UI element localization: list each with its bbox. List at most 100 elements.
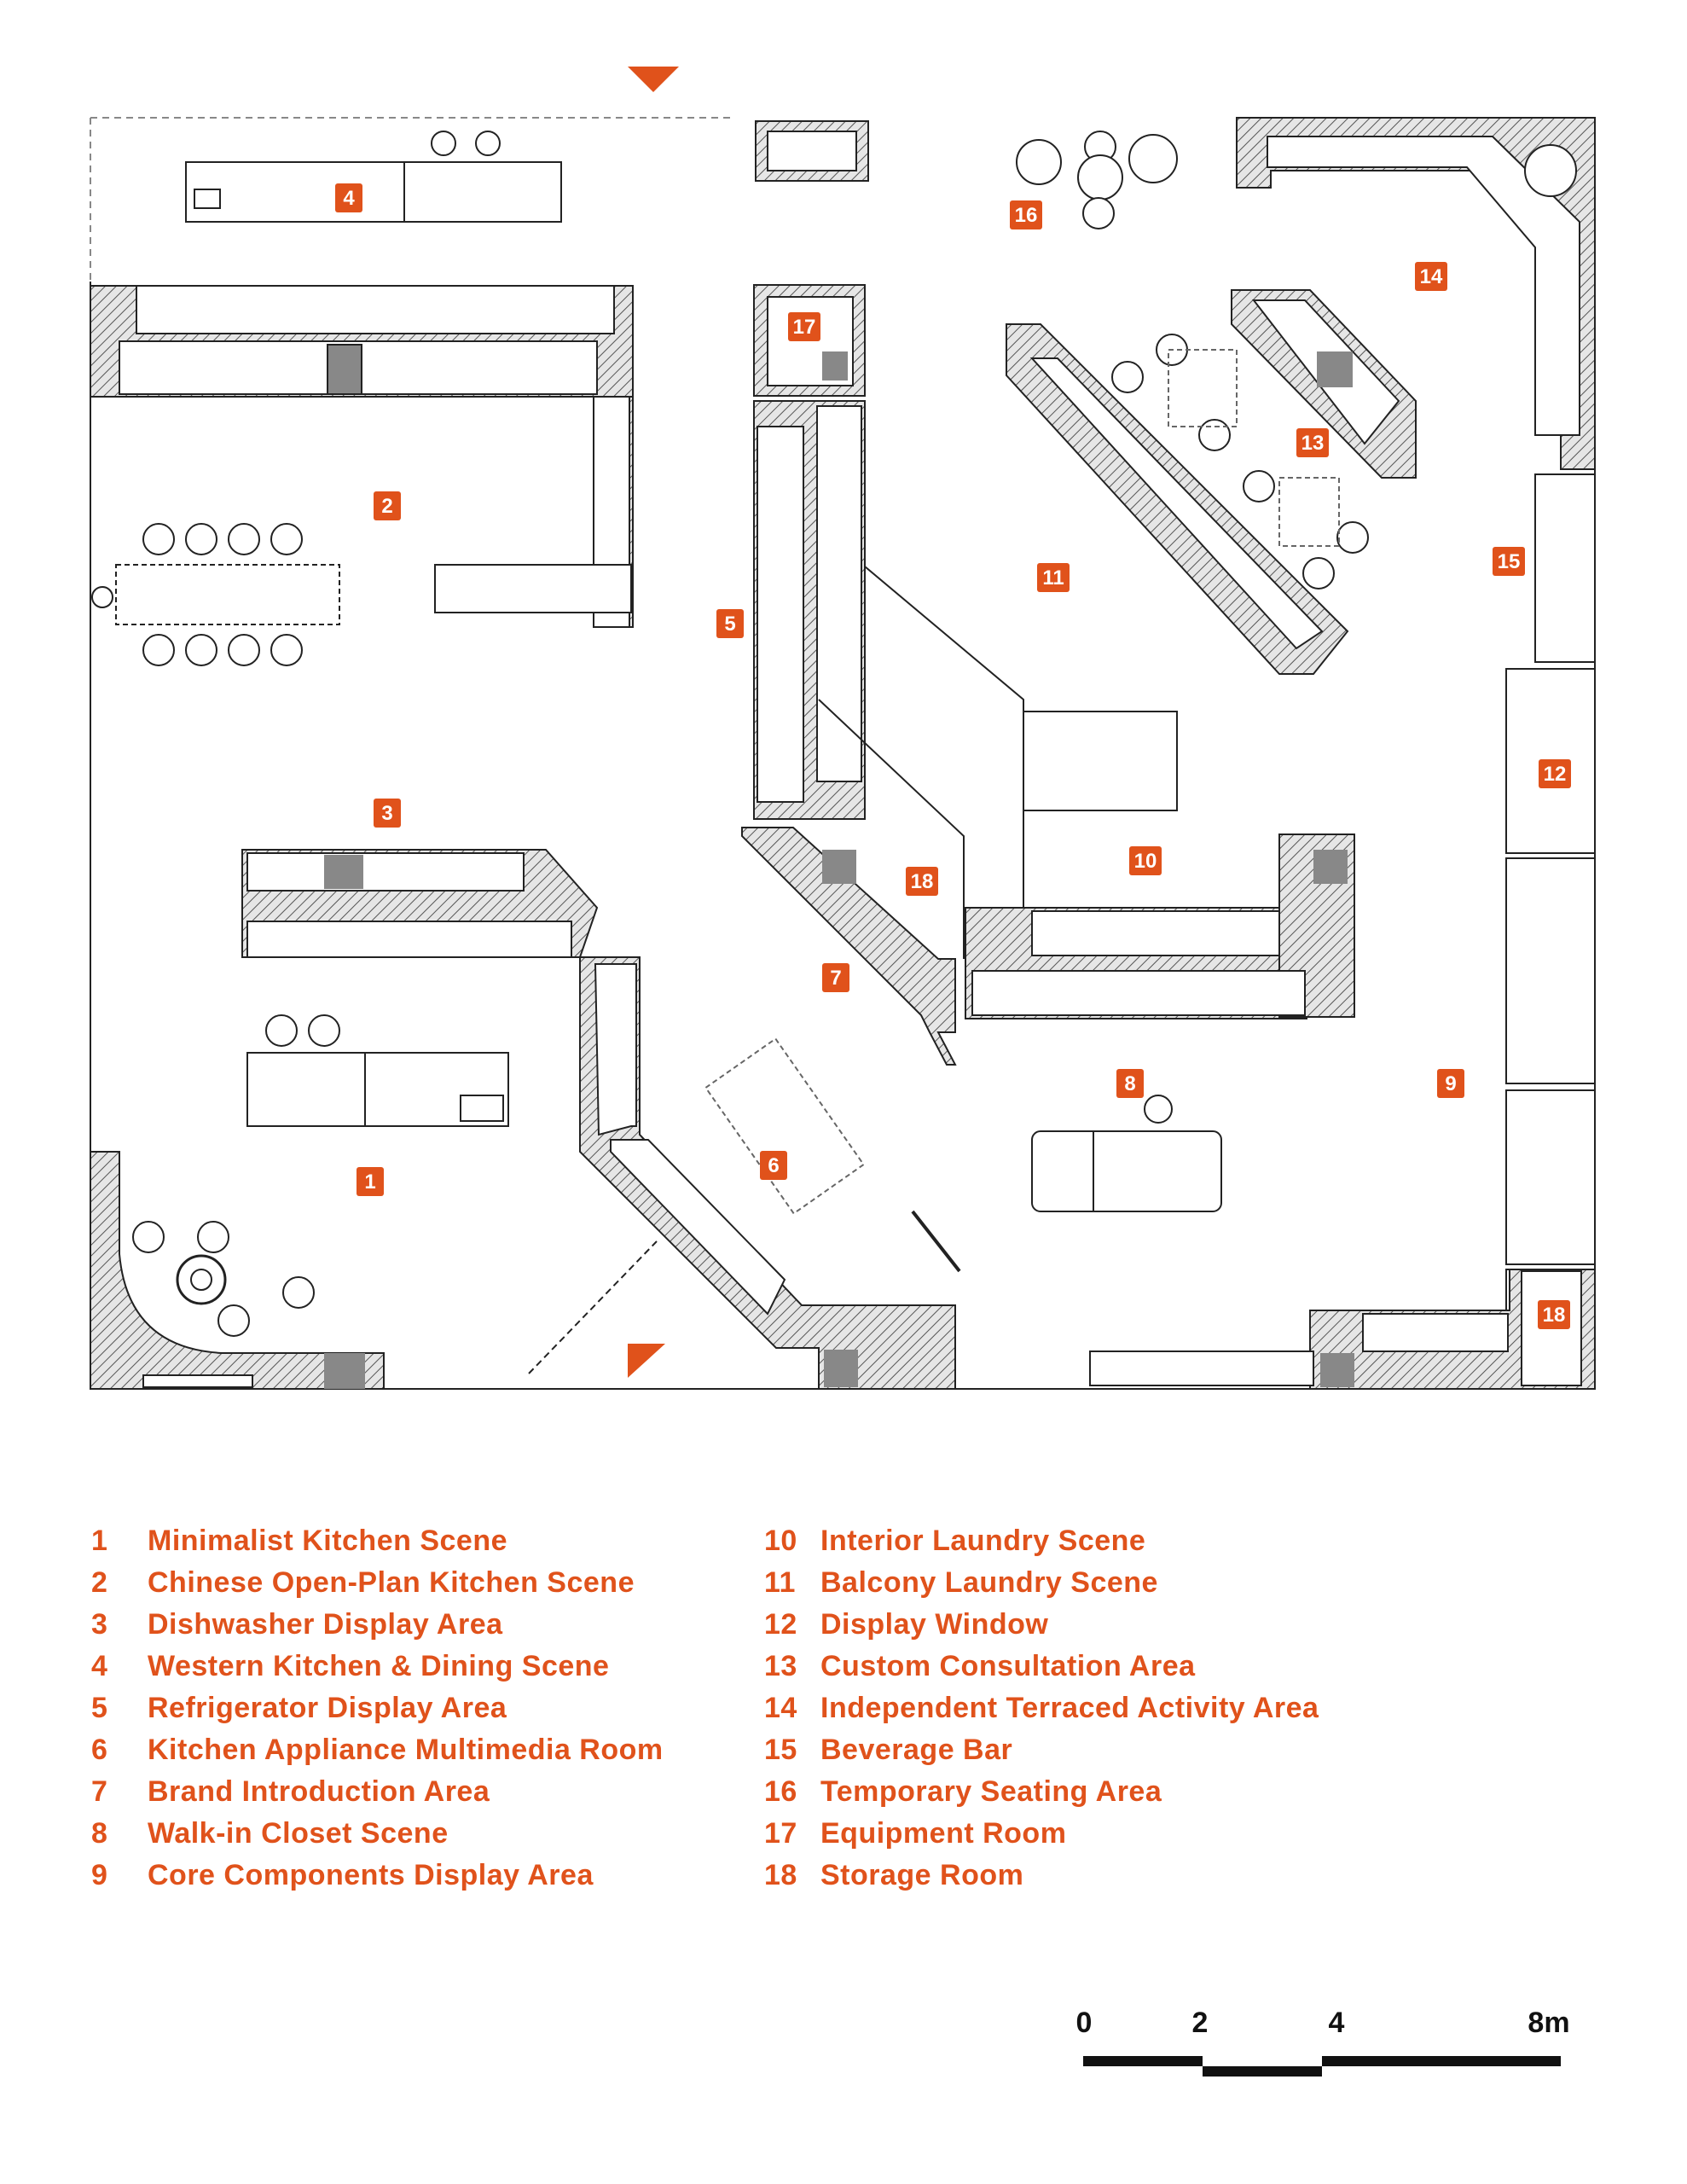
legend-label: Interior Laundry Scene [820,1525,1146,1557]
legend-number: 9 [91,1859,108,1891]
scale-bar-graphic [1083,2056,1561,2077]
badge-background [788,312,820,341]
minimalist-island [246,1014,509,1127]
badge-background [1037,563,1070,592]
legend-item: 10 Interior Laundry Scene [764,1520,1319,1562]
badge-background [1129,846,1162,875]
legend-label: Minimalist Kitchen Scene [148,1525,507,1557]
legend-label: Walk-in Closet Scene [148,1817,449,1850]
legend-item: 5 Refrigerator Display Area [91,1687,664,1729]
scale-tick-label: 2 [1191,2007,1209,2039]
area-number-badge: 3 [374,799,401,828]
badge-background [357,1167,384,1196]
badge-number: 1 [364,1170,375,1194]
area-number-badge: 1 [357,1167,384,1196]
consultation-counter [1231,289,1417,479]
closet-island [1031,1095,1222,1212]
area-number-badge: 15 [1493,547,1525,576]
badge-number: 14 [1420,265,1443,288]
area-number-badge: 7 [822,963,849,992]
scale-tick-label: 4 [1328,2007,1345,2039]
badge-background [335,183,362,212]
legend-number: 5 [91,1692,108,1724]
area-number-badge: 4 [335,183,362,212]
balcony-counter [1006,323,1349,675]
badge-background [1493,547,1525,576]
badge-number: 17 [793,316,816,339]
badge-number: 7 [830,967,841,990]
area-number-badge: 17 [788,312,820,341]
legend-label: Temporary Seating Area [820,1775,1162,1808]
badge-number: 18 [911,870,934,893]
scale-tick-label: 8m [1528,2007,1570,2039]
badge-background [1296,428,1329,457]
badge-background [374,799,401,828]
entrance-arrow-bottom [628,1344,665,1378]
badge-background [1010,200,1042,229]
legend-number: 13 [764,1650,797,1682]
area-number-badge: 18 [1538,1300,1570,1329]
legend-label: Dishwasher Display Area [148,1608,503,1641]
badge-background [374,491,401,520]
legend-label: Equipment Room [820,1817,1067,1850]
area-number-badge: 9 [1437,1069,1464,1098]
legend-number: 11 [764,1566,796,1599]
partition-line [911,1210,961,1273]
western-island [185,131,562,223]
legend-item: 3 Dishwasher Display Area [91,1604,664,1646]
legend-number: 16 [764,1775,797,1808]
legend-item: 16 Temporary Seating Area [764,1771,1319,1813]
consultation-tables [1111,334,1369,590]
dishwasher-cabinets [241,849,599,958]
scale-tick-label: 0 [1075,2007,1093,2039]
right-wall-cabinets [1089,473,1596,1390]
laundry-cabinets [965,711,1355,1019]
legend-number: 1 [91,1525,108,1557]
legend-number: 18 [764,1859,797,1891]
badge-background [1538,1300,1570,1329]
area-number-badge: 10 [1129,846,1162,875]
badge-background [716,609,744,638]
area-number-badge: 13 [1296,428,1329,457]
badge-background [1116,1069,1144,1098]
badge-number: 11 [1042,566,1064,590]
badge-number: 6 [768,1154,779,1177]
legend-number: 2 [91,1566,108,1599]
chinese-kitchen-cabinets [90,285,634,628]
badge-background [760,1151,787,1180]
legend-label: Refrigerator Display Area [148,1692,507,1724]
area-number-badge: 18 [906,867,938,896]
entrance-arrow-top [628,67,679,92]
legend-number: 14 [764,1692,797,1724]
legend-number: 15 [764,1734,797,1766]
legend-item: 15 Beverage Bar [764,1729,1319,1771]
legend-number: 4 [91,1650,108,1682]
area-number-badge: 14 [1415,262,1447,291]
badge-background [1539,759,1571,788]
legend-number: 10 [764,1525,797,1557]
legend-label: Beverage Bar [820,1734,1013,1766]
legend-number: 3 [91,1608,108,1641]
badge-number: 4 [343,187,355,210]
area-number-badge: 12 [1539,759,1571,788]
legend-label: Kitchen Appliance Multimedia Room [148,1734,664,1766]
dining-table [91,523,340,666]
legend-number: 8 [91,1817,108,1850]
multimedia-room-walls [579,956,956,1390]
badge-number: 16 [1015,204,1038,227]
area-number-badge: 8 [1116,1069,1144,1098]
badge-number: 10 [1134,850,1157,873]
legend-label: Brand Introduction Area [148,1775,490,1808]
